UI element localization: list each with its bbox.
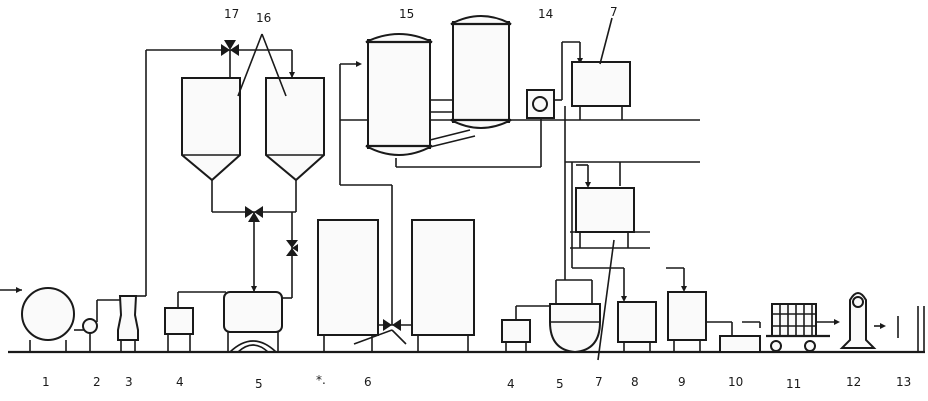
equipment-5-left-vessel (223, 291, 283, 353)
label-4-right: 4 (507, 377, 515, 391)
label-4-left: 4 (176, 375, 184, 389)
label-7-lower: 7 (595, 375, 603, 389)
label-5-left: 5 (255, 377, 263, 391)
equipment-13-outlet (890, 306, 925, 353)
equipment-9-tank (666, 267, 733, 352)
hopper-outlet-pipes (211, 180, 297, 299)
label-7-upper: 7 (610, 5, 618, 19)
equipment-14-condenser (526, 41, 583, 119)
label-6: 6 (364, 375, 372, 389)
valve-17 (221, 40, 239, 56)
equipment-5-right-vessel (549, 279, 601, 354)
equipment-11-crate-cart (766, 303, 840, 352)
label-9: 9 (678, 375, 686, 389)
label-13: 13 (896, 375, 911, 389)
label-15: 15 (399, 7, 414, 21)
label-12: 12 (846, 375, 861, 389)
label-16: 16 (256, 11, 271, 25)
label-stray-mark: *. (316, 373, 326, 387)
label-2: 2 (93, 375, 101, 389)
diagram-labels: 1 2 3 4 5 *. 6 4 5 7 8 9 10 11 12 13 14 … (42, 5, 911, 391)
valve-tanks (383, 319, 401, 331)
equipment-1-horizontal-tank (0, 287, 86, 352)
equipment-6-tanks (317, 61, 475, 352)
equipment-2-pump (82, 299, 120, 352)
label-17: 17 (224, 7, 239, 21)
valve-side (286, 240, 298, 256)
equipment-3-filter (117, 50, 147, 352)
equipment-7-upper-tank (564, 17, 631, 280)
valve-hopper-junction (245, 206, 263, 222)
label-10: 10 (728, 375, 743, 389)
equipment-10-filler (719, 321, 761, 353)
equipment-16-hoppers (181, 33, 325, 182)
label-1: 1 (42, 375, 50, 389)
equipment-4-right-tank (501, 305, 552, 352)
label-14: 14 (538, 7, 553, 21)
label-8: 8 (631, 375, 639, 389)
equipment-15-evaporators (365, 15, 542, 168)
label-3: 3 (125, 375, 133, 389)
top-header-pipe (146, 49, 295, 78)
equipment-8-tank (617, 301, 657, 352)
label-11: 11 (786, 377, 801, 391)
equipment-7-lower-tank (571, 162, 635, 361)
label-5-right: 5 (556, 377, 564, 391)
equipment-12-sterilizer (839, 292, 886, 349)
equipment-4-left-tank (164, 291, 226, 352)
